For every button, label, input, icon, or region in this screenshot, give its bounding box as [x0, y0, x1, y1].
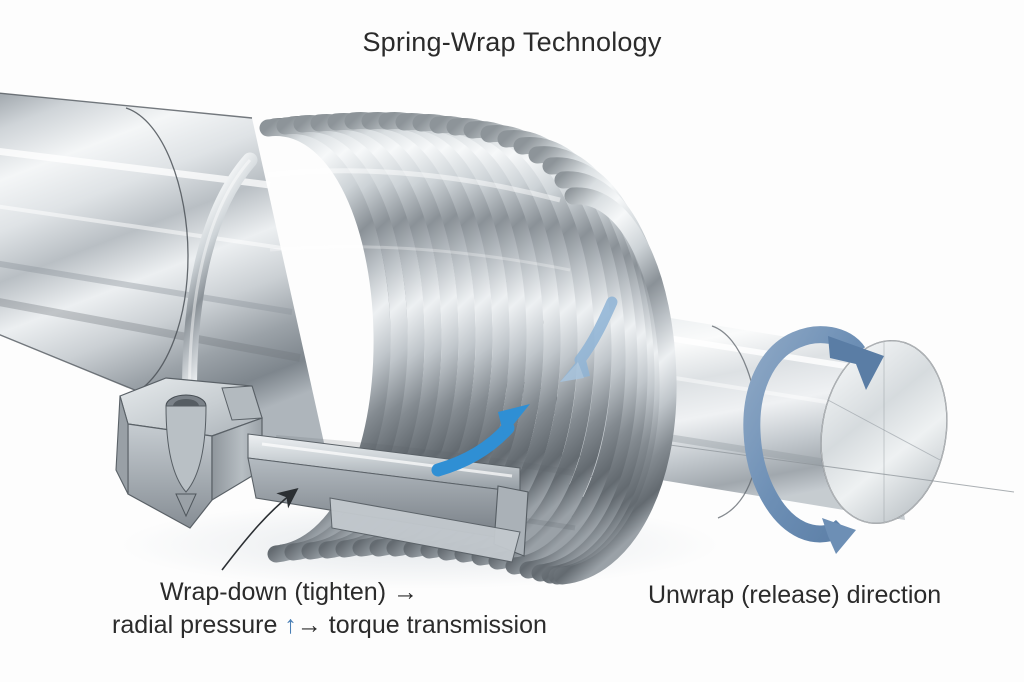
- caption-radial-pressure-text: radial pressure: [112, 611, 285, 639]
- anchor-leader-arrow: [221, 488, 299, 571]
- support-rail: [247, 433, 529, 563]
- shaft-step-ring: [125, 107, 189, 393]
- caption-wrap-down-line2: radial pressure ↑→ torque transmission: [112, 609, 547, 642]
- hub-wrap-arrow: [560, 296, 618, 382]
- rotation-arrow-head-top: [828, 336, 884, 390]
- up-arrow-icon: ↑: [284, 611, 297, 639]
- caption-wrap-down-line1: Wrap-down (tighten) →: [160, 578, 418, 606]
- page-title: Spring-Wrap Technology: [362, 27, 662, 57]
- unwrap-rotation-arrow: [743, 326, 884, 554]
- rail-shoe: [329, 497, 521, 563]
- right-arrow-icon: →: [296, 611, 322, 639]
- rotation-arrow-tail-bottom: [822, 518, 856, 554]
- caption-torque-transmission-text: torque transmission: [321, 611, 547, 639]
- wrap-down-arrow: [431, 404, 530, 477]
- output-shaft-end-face: [820, 339, 948, 525]
- caption-unwrap-direction: Unwrap (release) direction: [648, 581, 942, 609]
- caption-wrap-down: Wrap-down (tighten) → radial pressure ↑→…: [112, 576, 547, 642]
